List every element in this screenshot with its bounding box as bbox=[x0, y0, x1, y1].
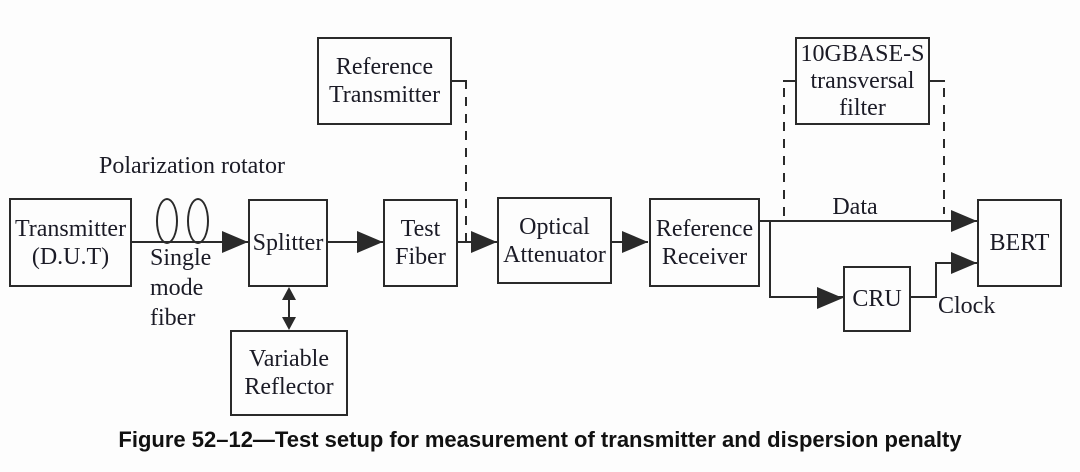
polarization-rotator-loop-icon bbox=[187, 198, 209, 244]
connector-cru-output bbox=[911, 296, 937, 298]
splitter-label: Splitter bbox=[252, 230, 324, 256]
reference-transmitter-box: Reference Transmitter bbox=[317, 37, 452, 125]
arrowhead-into-test-fiber bbox=[357, 231, 383, 253]
transversal-filter-box: 10GBASE-S transversal filter bbox=[795, 37, 930, 125]
transversal-filter-label-line: 10GBASE-S bbox=[800, 40, 925, 67]
arrowhead-into-receiver bbox=[622, 231, 648, 253]
connector-data-line bbox=[760, 220, 977, 222]
connector-splitter-to-test-fiber bbox=[328, 241, 383, 243]
transmitter-dut-label-line: (D.U.T) bbox=[31, 243, 110, 270]
connector-reference-transmitter-stub bbox=[452, 80, 467, 82]
clock-signal-label: Clock bbox=[938, 293, 996, 319]
transmitter-dut-label-line: Transmitter bbox=[14, 215, 127, 242]
arrowhead-data-into-bert bbox=[951, 210, 977, 232]
single-mode-fiber-label-line: Single bbox=[150, 245, 212, 271]
connector-receiver-branch-drop bbox=[769, 221, 771, 298]
optical-attenuator-label-line: Attenuator bbox=[503, 241, 606, 268]
optical-attenuator-label-line: Optical bbox=[519, 213, 590, 240]
cru-label: CRU bbox=[852, 286, 902, 312]
dashed-connector-reference-transmitter bbox=[465, 80, 467, 242]
arrowhead-up-into-splitter bbox=[282, 287, 296, 300]
transversal-filter-label-line: filter bbox=[839, 94, 886, 121]
reference-receiver-label-line: Reference bbox=[655, 215, 754, 242]
splitter-box: Splitter bbox=[248, 199, 328, 287]
test-fiber-box: Test Fiber bbox=[383, 199, 458, 287]
dashed-connector-filter-right bbox=[943, 88, 945, 214]
optical-attenuator-box: Optical Attenuator bbox=[497, 197, 612, 284]
connector-transmitter-to-splitter bbox=[132, 241, 248, 243]
polarization-rotator-label: Polarization rotator bbox=[99, 153, 285, 179]
reference-receiver-label-line: Receiver bbox=[661, 243, 748, 270]
data-signal-label: Data bbox=[832, 194, 878, 220]
reference-transmitter-label-line: Transmitter bbox=[328, 82, 441, 108]
variable-reflector-label-line: Reflector bbox=[244, 374, 334, 400]
single-mode-fiber-label: Single mode fiber bbox=[150, 243, 211, 333]
bert-label: BERT bbox=[989, 230, 1050, 256]
arrowhead-into-attenuator bbox=[471, 231, 497, 253]
arrowhead-into-cru bbox=[817, 287, 843, 309]
arrowhead-into-splitter bbox=[222, 231, 248, 253]
dashed-connector-filter-left bbox=[783, 88, 785, 216]
polarization-rotator-loop-icon bbox=[156, 198, 178, 244]
connector-clock-rise bbox=[935, 262, 937, 298]
figure-caption: Figure 52–12—Test setup for measurement … bbox=[118, 427, 962, 452]
dashed-connector-filter-left-stub bbox=[783, 80, 795, 82]
single-mode-fiber-label-line: mode bbox=[150, 275, 204, 301]
bert-box: BERT bbox=[977, 199, 1062, 287]
connector-splitter-reflector bbox=[288, 289, 290, 328]
dashed-connector-filter-right-stub bbox=[930, 80, 945, 82]
test-fiber-label-line: Test bbox=[400, 216, 441, 242]
variable-reflector-label-line: Variable bbox=[249, 346, 329, 372]
reference-transmitter-label-line: Reference bbox=[335, 54, 434, 80]
variable-reflector-box: Variable Reflector bbox=[230, 330, 348, 416]
test-fiber-label-line: Fiber bbox=[395, 244, 446, 270]
transversal-filter-label-line: transversal bbox=[810, 67, 915, 94]
arrowhead-clock-into-bert bbox=[951, 252, 977, 274]
cru-box: CRU bbox=[843, 266, 911, 332]
arrowhead-down-into-reflector bbox=[282, 317, 296, 330]
reference-receiver-box: Reference Receiver bbox=[649, 198, 760, 287]
single-mode-fiber-label-line: fiber bbox=[150, 305, 196, 331]
connector-branch-to-cru bbox=[769, 296, 843, 298]
transmitter-dut-box: Transmitter (D.U.T) bbox=[9, 198, 132, 287]
